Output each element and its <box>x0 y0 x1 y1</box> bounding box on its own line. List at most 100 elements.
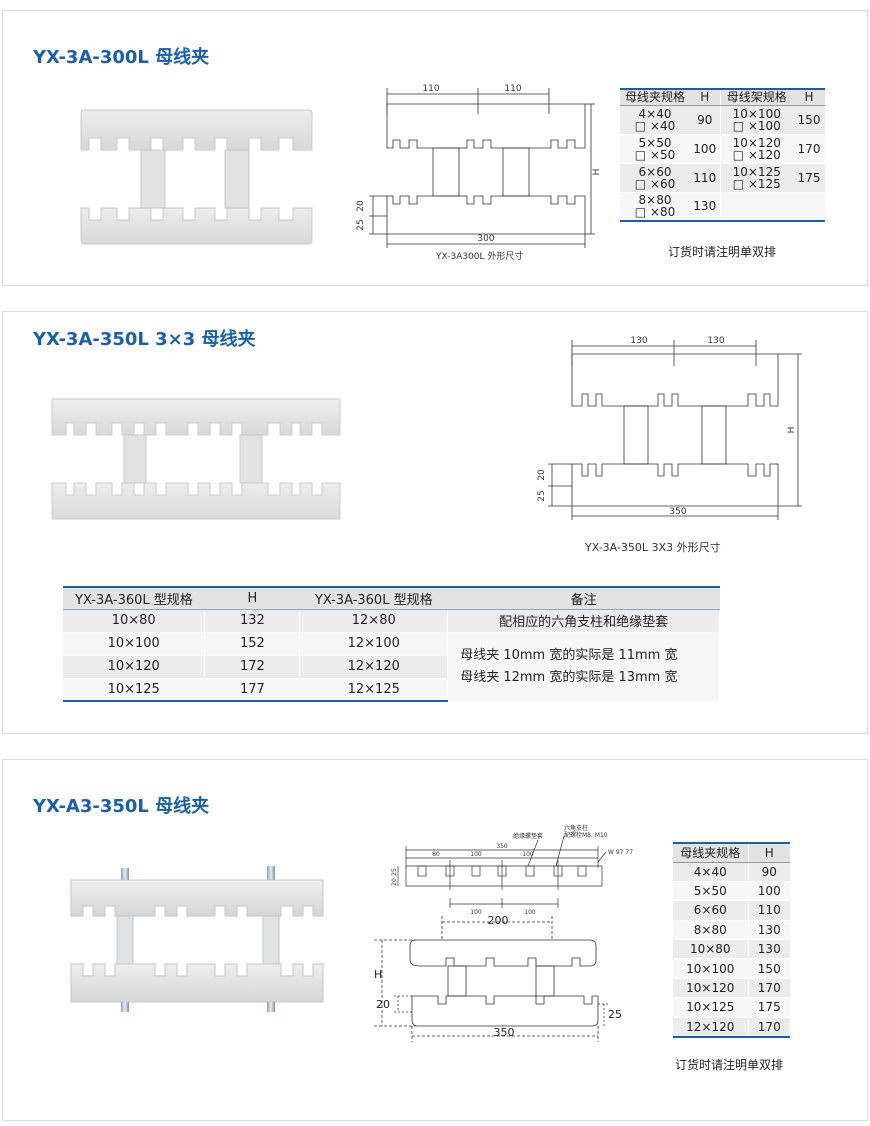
note-line: 母线夹 12mm 宽的实际是 13mm 宽 <box>460 669 678 685</box>
cell: 10×100 <box>63 632 206 656</box>
col-header: 备注 <box>447 586 720 610</box>
dim-h: H <box>374 968 382 981</box>
dim-label: 350 <box>496 843 508 850</box>
dim-top-right: 130 <box>707 336 724 346</box>
note-cell: 母线夹 10mm 宽的实际是 11mm 宽 母线夹 12mm 宽的实际是 13m… <box>447 632 720 702</box>
dim-label: 100 <box>524 909 536 916</box>
product-photo <box>80 109 313 245</box>
cell: 4×40 <box>673 862 748 882</box>
cell: 10×100 <box>673 958 748 979</box>
dimension-drawing: 110 110 H 20 25 300 <box>356 84 602 248</box>
dim-label: 80 <box>432 851 440 858</box>
table-row: 10×125 177 12×125 <box>63 678 720 702</box>
dim-top-left: 130 <box>630 336 647 346</box>
cell <box>793 192 825 222</box>
dim-25: 25 <box>608 1008 622 1021</box>
section-title: YX-A3-350L 母线夹 <box>33 796 210 817</box>
table-row: 10×80 132 12×80 配相应的六角支柱和绝缘垫套 <box>63 609 720 633</box>
cell: □ ×40 <box>634 118 676 133</box>
dim-width: 350 <box>669 507 686 517</box>
dim-width: 350 <box>494 1026 515 1039</box>
cell: 8×80 <box>673 920 748 941</box>
cell: 12×100 <box>299 632 449 656</box>
cell: 172 <box>204 655 301 679</box>
cell: 152 <box>204 632 301 656</box>
cell: □ ×80 <box>634 205 676 220</box>
table-row: 5×50□ ×50 100 10×120□ ×120 170 <box>620 134 825 164</box>
col-header: YX-3A-360L 型规格 <box>299 586 448 610</box>
dim-20: 20 <box>376 998 390 1011</box>
cell: 100 <box>747 881 790 902</box>
cell: 5×50 <box>673 881 748 902</box>
dim-25: 25 <box>537 490 547 501</box>
cell: 90 <box>747 862 790 882</box>
dim-h: H <box>592 169 602 176</box>
section-yx-3a-350l: YX-3A-350L 3×3 母线夹 <box>2 311 868 734</box>
section-title: YX-3A-350L 3×3 母线夹 <box>33 329 256 350</box>
cell: 130 <box>747 920 790 941</box>
cell: □ ×125 <box>732 176 781 191</box>
section-title: YX-3A-300L 母线夹 <box>33 47 210 68</box>
cell: 10×80 <box>673 939 748 960</box>
cell: 110 <box>690 163 720 193</box>
cell: 130 <box>690 192 720 222</box>
table-row: 10×100 152 12×100 母线夹 10mm 宽的实际是 11mm 宽 … <box>63 632 720 702</box>
cell: 132 <box>204 609 301 633</box>
dim-label: 100 <box>470 851 482 858</box>
col-header: H <box>204 586 300 610</box>
cell: 10×120 <box>732 135 781 150</box>
cell: □ ×100 <box>732 118 781 133</box>
cell: 12×125 <box>299 678 449 702</box>
cell: 175 <box>793 163 825 193</box>
note-line: 母线夹 10mm 宽的实际是 11mm 宽 <box>460 647 678 663</box>
dim-top: 200 <box>488 914 509 927</box>
col-header: 母线夹规格 <box>620 88 690 106</box>
cell: 130 <box>747 939 790 960</box>
cell: 150 <box>747 958 790 979</box>
dim-25: 25 <box>356 219 366 230</box>
product-photo <box>70 866 324 1012</box>
dimension-drawing-bottom: 200 H 20 25 350 <box>374 914 622 1042</box>
dim-label: 20 <box>391 878 398 886</box>
section-yx-3a-300l: YX-3A-300L 母线夹 <box>2 10 868 286</box>
table-row: 10×120 172 12×120 <box>63 655 720 679</box>
dim-label: W 97 77 <box>608 849 633 856</box>
col-header: H <box>690 88 720 106</box>
cell: 5×50 <box>638 135 672 150</box>
table-row: 6×60□ ×60 110 10×125□ ×125 175 <box>620 163 825 193</box>
dim-label: 配螺栓M8, M10 <box>564 831 608 839</box>
cell: 177 <box>204 678 301 702</box>
section-yx-a3-350l: YX-A3-350L 母线夹 <box>2 759 868 1121</box>
dimension-drawing-top: 绝缘螺垫套 六角支柱 配螺栓M8, M10 350 80 100 100 100… <box>391 824 633 916</box>
dim-top-left: 110 <box>422 84 439 94</box>
cell: 100 <box>690 134 720 164</box>
dim-label: 100 <box>470 909 482 916</box>
cell: □ ×120 <box>732 147 781 162</box>
cell: 6×60 <box>638 164 672 179</box>
dim-label: 100 <box>522 851 534 858</box>
order-note: 订货时请注明单双排 <box>675 1058 784 1072</box>
dim-width: 300 <box>477 234 494 244</box>
cell: □ ×60 <box>634 176 676 191</box>
cell: 10×125 <box>673 997 748 1018</box>
dim-h: H <box>787 427 797 434</box>
dim-20: 20 <box>537 469 547 481</box>
cell: 10×80 <box>63 609 206 633</box>
spec-table: 母线夹规格 H 母线架规格 H 4×40□ ×40 90 10×100□ ×10… <box>620 88 825 222</box>
cell: 150 <box>793 105 825 135</box>
table-row: 8×80□ ×80 130 <box>620 192 825 222</box>
cell <box>719 192 793 222</box>
cell: 170 <box>793 134 825 164</box>
cell: 6×60 <box>673 900 748 921</box>
cell: 175 <box>747 997 790 1018</box>
cell: 110 <box>747 900 790 921</box>
dim-label: 绝缘螺垫套 <box>513 832 543 840</box>
cell: 10×125 <box>63 678 206 702</box>
